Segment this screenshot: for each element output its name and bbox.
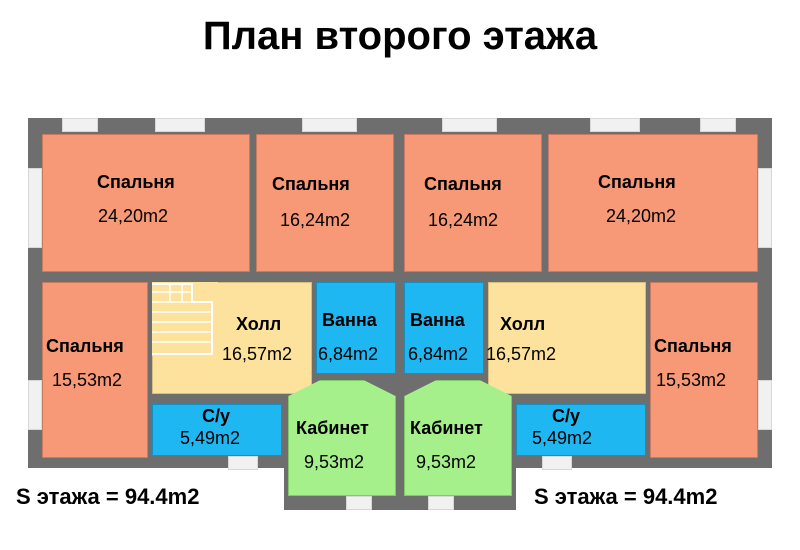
room-name: Ванна (322, 310, 377, 330)
room-bedroom (256, 134, 394, 272)
window (228, 456, 258, 470)
room-name: С/у (552, 406, 581, 426)
window (155, 118, 205, 132)
room-name: Кабинет (410, 418, 483, 438)
room-name: Ванна (410, 310, 465, 330)
room-area: 16,57m2 (222, 344, 293, 364)
room-name: Спальня (97, 172, 175, 192)
room-area: 24,20m2 (606, 206, 677, 226)
window (28, 380, 42, 430)
window (758, 168, 772, 248)
exterior-notch-right (516, 470, 772, 550)
room-name: Спальня (272, 174, 350, 194)
room-area: 16,57m2 (486, 344, 557, 364)
room-bedroom (404, 134, 542, 272)
room-area: 15,53m2 (656, 370, 727, 390)
room-bedroom (42, 134, 250, 272)
room-wc (152, 404, 282, 456)
floor-area-total-right: S этажа = 94.4m2 (534, 484, 718, 510)
room-area: 9,53m2 (304, 452, 365, 472)
window (28, 168, 42, 248)
room-name: Кабинет (296, 418, 369, 438)
room-bathroom (404, 282, 484, 374)
room-name: Холл (236, 314, 282, 334)
page-title: План второго этажа (202, 14, 598, 58)
window (346, 496, 372, 510)
window (590, 118, 640, 132)
room-area: 6,84m2 (318, 344, 379, 364)
room-bathroom (316, 282, 396, 374)
window (302, 118, 357, 132)
window (62, 118, 98, 132)
room-bedroom (42, 282, 148, 458)
room-area: 15,53m2 (52, 370, 123, 390)
room-area: 16,24m2 (428, 210, 499, 230)
room-bedroom (548, 134, 758, 272)
window (758, 380, 772, 430)
room-name: Спальня (424, 174, 502, 194)
exterior-notch-left (28, 470, 284, 550)
room-name: Холл (500, 314, 546, 334)
window (542, 456, 572, 470)
room-name: Спальня (46, 336, 124, 356)
room-area: 24,20m2 (98, 206, 169, 226)
room-study (288, 380, 396, 496)
room-area: 5,49m2 (180, 428, 241, 448)
window (700, 118, 736, 132)
room-area: 5,49m2 (532, 428, 593, 448)
room-study (404, 380, 512, 496)
window (442, 118, 497, 132)
room-hall (488, 282, 646, 394)
room-bedroom (650, 282, 758, 458)
window (428, 496, 454, 510)
floor-area-total-left: S этажа = 94.4m2 (16, 484, 200, 510)
room-area: 6,84m2 (408, 344, 469, 364)
room-name: Спальня (654, 336, 732, 356)
room-wc (516, 404, 646, 456)
room-name: Спальня (598, 172, 676, 192)
room-area: 16,24m2 (280, 210, 351, 230)
room-area: 9,53m2 (416, 452, 477, 472)
staircase (152, 282, 218, 356)
room-name: С/у (202, 406, 231, 426)
